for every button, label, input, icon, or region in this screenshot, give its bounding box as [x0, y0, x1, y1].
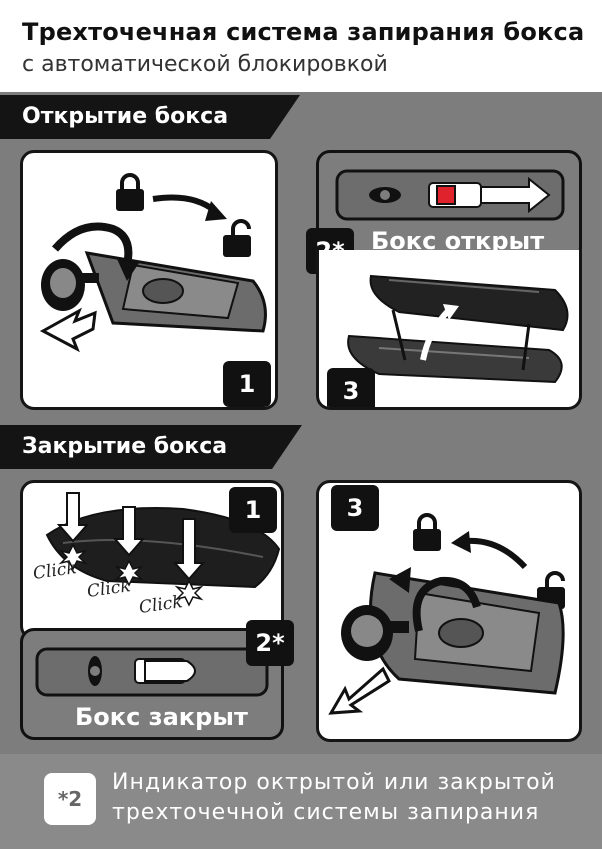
footer — [0, 754, 602, 849]
open-roof-box-illustration — [347, 274, 569, 384]
header: Трехточечная система запирания бокса с а… — [0, 0, 602, 92]
page-title: Трехточечная система запирания бокса — [22, 18, 585, 46]
key-unlock-illustration — [39, 173, 267, 353]
opening-step1-panel: 1 — [20, 150, 278, 410]
step-number-3-closing: 3 — [331, 485, 379, 531]
step-number-1-closing: 1 — [229, 487, 277, 533]
key-icon — [41, 259, 99, 311]
closing-banner: Закрытие бокса — [0, 425, 302, 469]
indicator-closed: Бокс закрыт — [20, 628, 284, 740]
key-icon — [341, 605, 409, 661]
footnote-line-2: трехточечной системы запирания — [112, 800, 540, 825]
step-number-1: 1 — [223, 361, 271, 407]
step-number-2-closing: 2* — [246, 620, 294, 666]
opening-step3-panel: 3 — [316, 250, 582, 410]
indicator-closed-label: Бокс закрыт — [75, 703, 248, 731]
footnote-badge: *2 — [44, 773, 96, 825]
indicator-closed-graphic — [35, 647, 269, 697]
step-number-3-opening: 3 — [327, 368, 375, 407]
opening-banner: Открытие бокса — [0, 95, 300, 139]
closing-box-illustration — [45, 492, 281, 607]
indicator-open: Бокс открыт — [316, 150, 582, 262]
closing-step3-panel: 3 — [316, 480, 582, 742]
key-lock-illustration — [328, 513, 565, 715]
lock-closed-icon — [413, 513, 441, 551]
closing-step1-panel: Click Click Click 1 — [20, 480, 284, 640]
indicator-open-graphic — [335, 169, 565, 221]
lock-closed-icon — [116, 173, 144, 211]
page-subtitle: с автоматической блокировкой — [22, 52, 388, 77]
lock-open-icon — [223, 219, 251, 257]
footnote-line-1: Индикатор октрытой или закрытой — [112, 770, 556, 795]
